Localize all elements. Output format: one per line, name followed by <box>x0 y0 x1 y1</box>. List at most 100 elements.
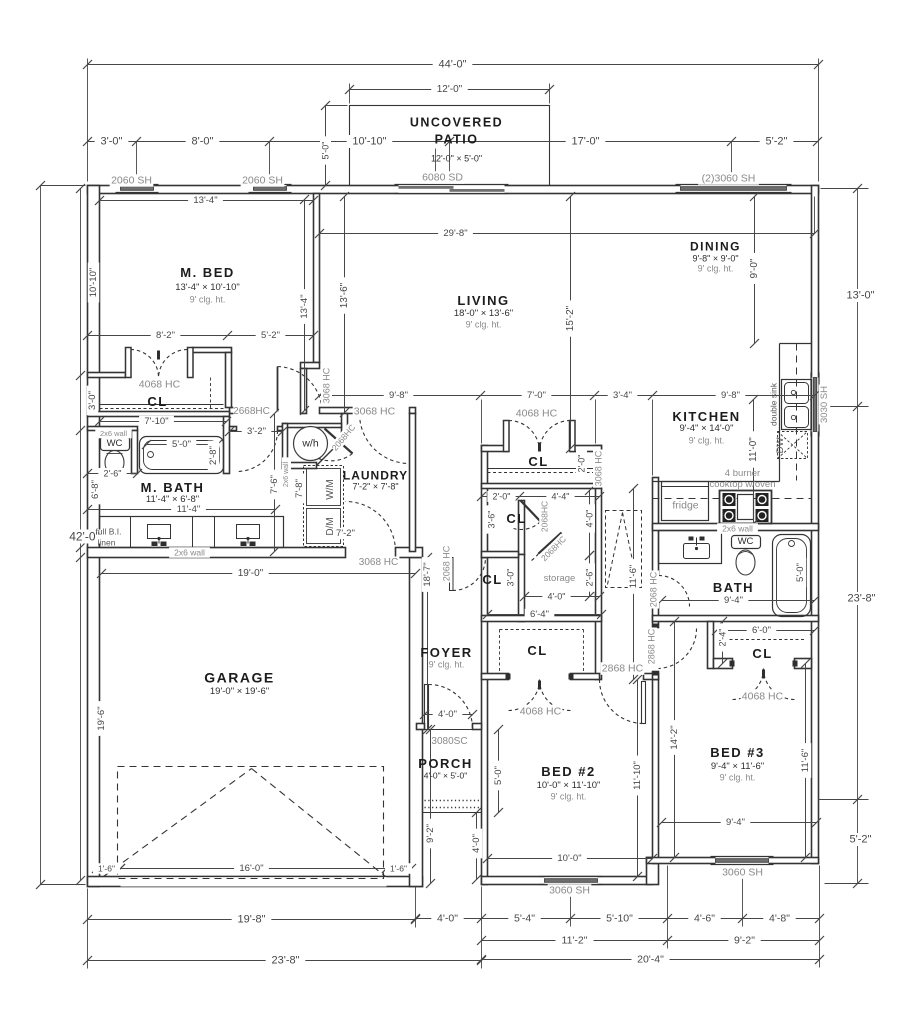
svg-text:17'-0": 17'-0" <box>571 136 599 148</box>
svg-text:15'-2": 15'-2" <box>565 305 576 331</box>
svg-text:9'-8": 9'-8" <box>389 390 408 401</box>
svg-text:6'-0": 6'-0" <box>752 625 771 636</box>
svg-text:2060 SH: 2060 SH <box>242 175 283 187</box>
svg-text:13'-0": 13'-0" <box>846 290 874 302</box>
svg-text:WC: WC <box>738 536 754 547</box>
svg-text:WC: WC <box>107 438 123 449</box>
svg-text:4'-0": 4'-0" <box>471 834 482 853</box>
svg-text:5'-0": 5'-0" <box>795 563 806 582</box>
svg-text:PATIO: PATIO <box>435 133 479 147</box>
svg-text:3060 SH: 3060 SH <box>549 885 590 897</box>
svg-text:4068 HC: 4068 HC <box>520 706 562 718</box>
svg-text:13'-6": 13'-6" <box>339 282 350 308</box>
svg-text:9' clg. ht.: 9' clg. ht. <box>689 436 725 446</box>
svg-text:2068HC: 2068HC <box>540 501 550 532</box>
svg-text:16'-0": 16'-0" <box>239 863 263 874</box>
svg-text:w/h: w/h <box>301 438 319 450</box>
svg-text:2'-0": 2'-0" <box>577 455 587 473</box>
svg-text:2868 HC: 2868 HC <box>647 628 657 664</box>
svg-text:LAUNDRY: LAUNDRY <box>343 469 408 483</box>
svg-text:M. BATH: M. BATH <box>141 480 205 495</box>
svg-text:CL: CL <box>482 572 502 587</box>
svg-text:5'-0": 5'-0" <box>321 142 331 160</box>
svg-text:18'-0" × 13'-6": 18'-0" × 13'-6" <box>454 308 513 319</box>
svg-text:UNCOVERED: UNCOVERED <box>410 116 503 130</box>
svg-text:4'-8": 4'-8" <box>769 913 790 925</box>
svg-text:7'-10": 7'-10" <box>144 416 168 427</box>
svg-text:3080SC: 3080SC <box>431 736 467 747</box>
svg-text:9'-2": 9'-2" <box>734 935 755 947</box>
svg-text:(2)3060 SH: (2)3060 SH <box>702 173 756 185</box>
svg-text:4'-4": 4'-4" <box>552 492 570 502</box>
svg-text:3'-2": 3'-2" <box>247 426 266 437</box>
svg-text:3068 HC: 3068 HC <box>594 450 604 486</box>
svg-text:19'-6": 19'-6" <box>96 706 107 730</box>
svg-text:19'-8": 19'-8" <box>237 914 265 926</box>
svg-text:CL: CL <box>506 511 526 526</box>
svg-text:19'-0" × 19'-6": 19'-0" × 19'-6" <box>210 686 269 697</box>
svg-text:4'-0": 4'-0" <box>585 510 595 528</box>
svg-text:DW: DW <box>775 438 786 454</box>
svg-text:1'-6": 1'-6" <box>98 864 115 874</box>
svg-text:18'-7": 18'-7" <box>422 562 433 586</box>
svg-text:11'-6": 11'-6" <box>800 749 811 773</box>
svg-text:6'-4": 6'-4" <box>530 609 549 620</box>
svg-text:3030 SH: 3030 SH <box>819 386 830 423</box>
svg-text:D/M: D/M <box>325 517 336 535</box>
svg-text:23'-8": 23'-8" <box>847 593 875 605</box>
svg-text:2x6 wall: 2x6 wall <box>100 429 127 438</box>
svg-text:storage: storage <box>544 573 576 584</box>
svg-text:BED #2: BED #2 <box>541 764 596 779</box>
svg-text:12'-0": 12'-0" <box>437 84 463 95</box>
svg-text:2'-6": 2'-6" <box>585 569 595 587</box>
svg-text:2668HC: 2668HC <box>233 406 270 417</box>
svg-text:3'-4": 3'-4" <box>613 390 632 401</box>
svg-text:fridge: fridge <box>672 500 698 512</box>
svg-text:9'-8": 9'-8" <box>721 390 740 401</box>
svg-text:12'-0" × 5'-0": 12'-0" × 5'-0" <box>431 154 482 164</box>
svg-text:cooktop w/oven: cooktop w/oven <box>709 479 775 490</box>
svg-text:4068 HC: 4068 HC <box>516 408 558 420</box>
svg-text:5'-0": 5'-0" <box>172 439 191 450</box>
svg-text:42'-0": 42'-0" <box>69 530 100 544</box>
svg-text:5'-10": 5'-10" <box>606 913 633 925</box>
svg-text:BATH: BATH <box>713 580 754 595</box>
svg-text:4'-0": 4'-0" <box>438 709 457 720</box>
svg-text:5'-2": 5'-2" <box>850 834 872 846</box>
svg-text:3'-6": 3'-6" <box>487 511 497 529</box>
svg-text:9' clg. ht.: 9' clg. ht. <box>429 660 465 670</box>
svg-text:LIVING: LIVING <box>457 293 509 308</box>
svg-text:7'-2": 7'-2" <box>336 528 355 539</box>
svg-text:9'-4": 9'-4" <box>726 817 745 828</box>
svg-text:5'-2": 5'-2" <box>261 330 280 341</box>
svg-text:CL: CL <box>752 646 772 661</box>
svg-text:CL: CL <box>527 643 547 658</box>
svg-text:10'-0" × 11'-10": 10'-0" × 11'-10" <box>537 780 601 791</box>
svg-text:4'-6": 4'-6" <box>694 913 715 925</box>
svg-text:GARAGE: GARAGE <box>204 670 274 686</box>
svg-text:6080 SD: 6080 SD <box>422 172 463 184</box>
svg-text:4 burner: 4 burner <box>725 468 760 479</box>
svg-text:DINING: DINING <box>690 240 741 254</box>
svg-text:3'-0": 3'-0" <box>506 569 516 587</box>
svg-text:9' clg. ht.: 9' clg. ht. <box>466 320 502 330</box>
svg-text:4'-0" × 5'-0": 4'-0" × 5'-0" <box>424 771 468 781</box>
svg-text:M. BED: M. BED <box>180 265 235 280</box>
svg-text:BED #3: BED #3 <box>710 745 765 760</box>
svg-text:10'-0": 10'-0" <box>557 853 581 864</box>
svg-text:9' clg. ht.: 9' clg. ht. <box>698 264 734 274</box>
svg-text:44'-0": 44'-0" <box>438 59 466 71</box>
svg-text:10'-10": 10'-10" <box>88 268 99 297</box>
svg-text:9'-0": 9'-0" <box>749 258 760 278</box>
svg-text:11'-10": 11'-10" <box>632 761 643 790</box>
svg-text:5'-4": 5'-4" <box>514 913 535 925</box>
svg-text:11'-4" × 6'-8": 11'-4" × 6'-8" <box>146 494 199 505</box>
svg-text:2'-6": 2'-6" <box>104 469 122 479</box>
svg-text:2068 HC: 2068 HC <box>649 571 659 607</box>
svg-text:13'-4": 13'-4" <box>299 294 310 318</box>
svg-text:3'-0": 3'-0" <box>87 391 98 410</box>
svg-text:6'-8": 6'-8" <box>90 480 101 499</box>
svg-text:9'-2": 9'-2" <box>425 824 436 843</box>
svg-text:11'-4": 11'-4" <box>177 504 201 515</box>
svg-text:FOYER: FOYER <box>420 645 472 660</box>
